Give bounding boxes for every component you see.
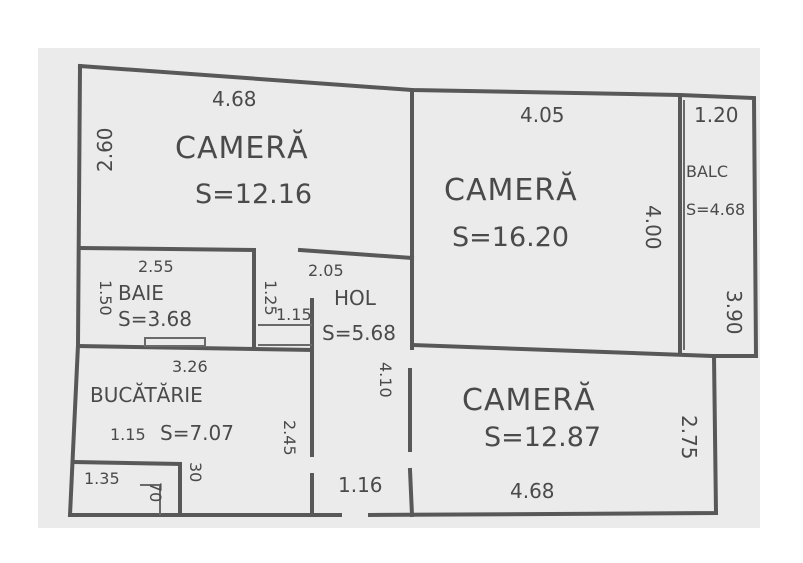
balcony-area: S=4.68: [686, 200, 745, 219]
dim-room2-depth: 4.00: [641, 205, 665, 250]
dim-closet-width: 1.35: [84, 469, 120, 488]
dim-closet-b: 30: [186, 462, 205, 482]
dim-hall-depth: 4.10: [376, 362, 395, 398]
walls: [67, 63, 759, 518]
dim-balcony-width: 1.20: [694, 103, 739, 127]
hall-name: HOL: [334, 286, 377, 310]
paper-sheet: [38, 48, 760, 528]
room-1-area: S=12.16: [195, 179, 312, 210]
dim-hall-width: 2.05: [308, 261, 344, 280]
dim-kitchen-small: 1.15: [110, 425, 146, 444]
bath-name: BAIE: [118, 281, 164, 305]
dim-kitchen-width: 3.26: [172, 357, 208, 376]
room-2-area: S=16.20: [452, 222, 569, 253]
dim-room3-width: 4.68: [510, 479, 555, 503]
dim-room1-width: 4.68: [212, 87, 257, 111]
room-3-area: S=12.87: [484, 422, 601, 453]
kitchen-name: BUCĂTĂRIE: [90, 383, 203, 407]
dim-entry-width: 1.16: [338, 473, 383, 497]
dim-balcony-depth: 3.90: [722, 290, 746, 335]
dim-closet-a: 70: [146, 482, 165, 502]
dim-hall-small-a: 1.25: [261, 280, 280, 316]
dim-room1-depth: 2.60: [93, 127, 117, 172]
dim-room2-width: 4.05: [520, 103, 565, 127]
dim-bath-depth: 1.50: [96, 280, 115, 316]
kitchen-area: S=7.07: [160, 421, 234, 445]
dim-bath-width: 2.55: [138, 257, 174, 276]
bath-area: S=3.68: [118, 307, 192, 331]
balcony-name: BALC: [686, 162, 728, 181]
room-1-name: CAMERĂ: [175, 129, 309, 166]
hall-area: S=5.68: [322, 321, 396, 345]
dim-kitchen-depth: 2.45: [280, 420, 299, 456]
dim-hall-small-b: 1.15: [276, 305, 312, 324]
room-2-name: CAMERĂ: [444, 171, 578, 208]
dim-room3-depth: 2.75: [677, 415, 701, 460]
room-3-name: CAMERĂ: [462, 381, 596, 418]
